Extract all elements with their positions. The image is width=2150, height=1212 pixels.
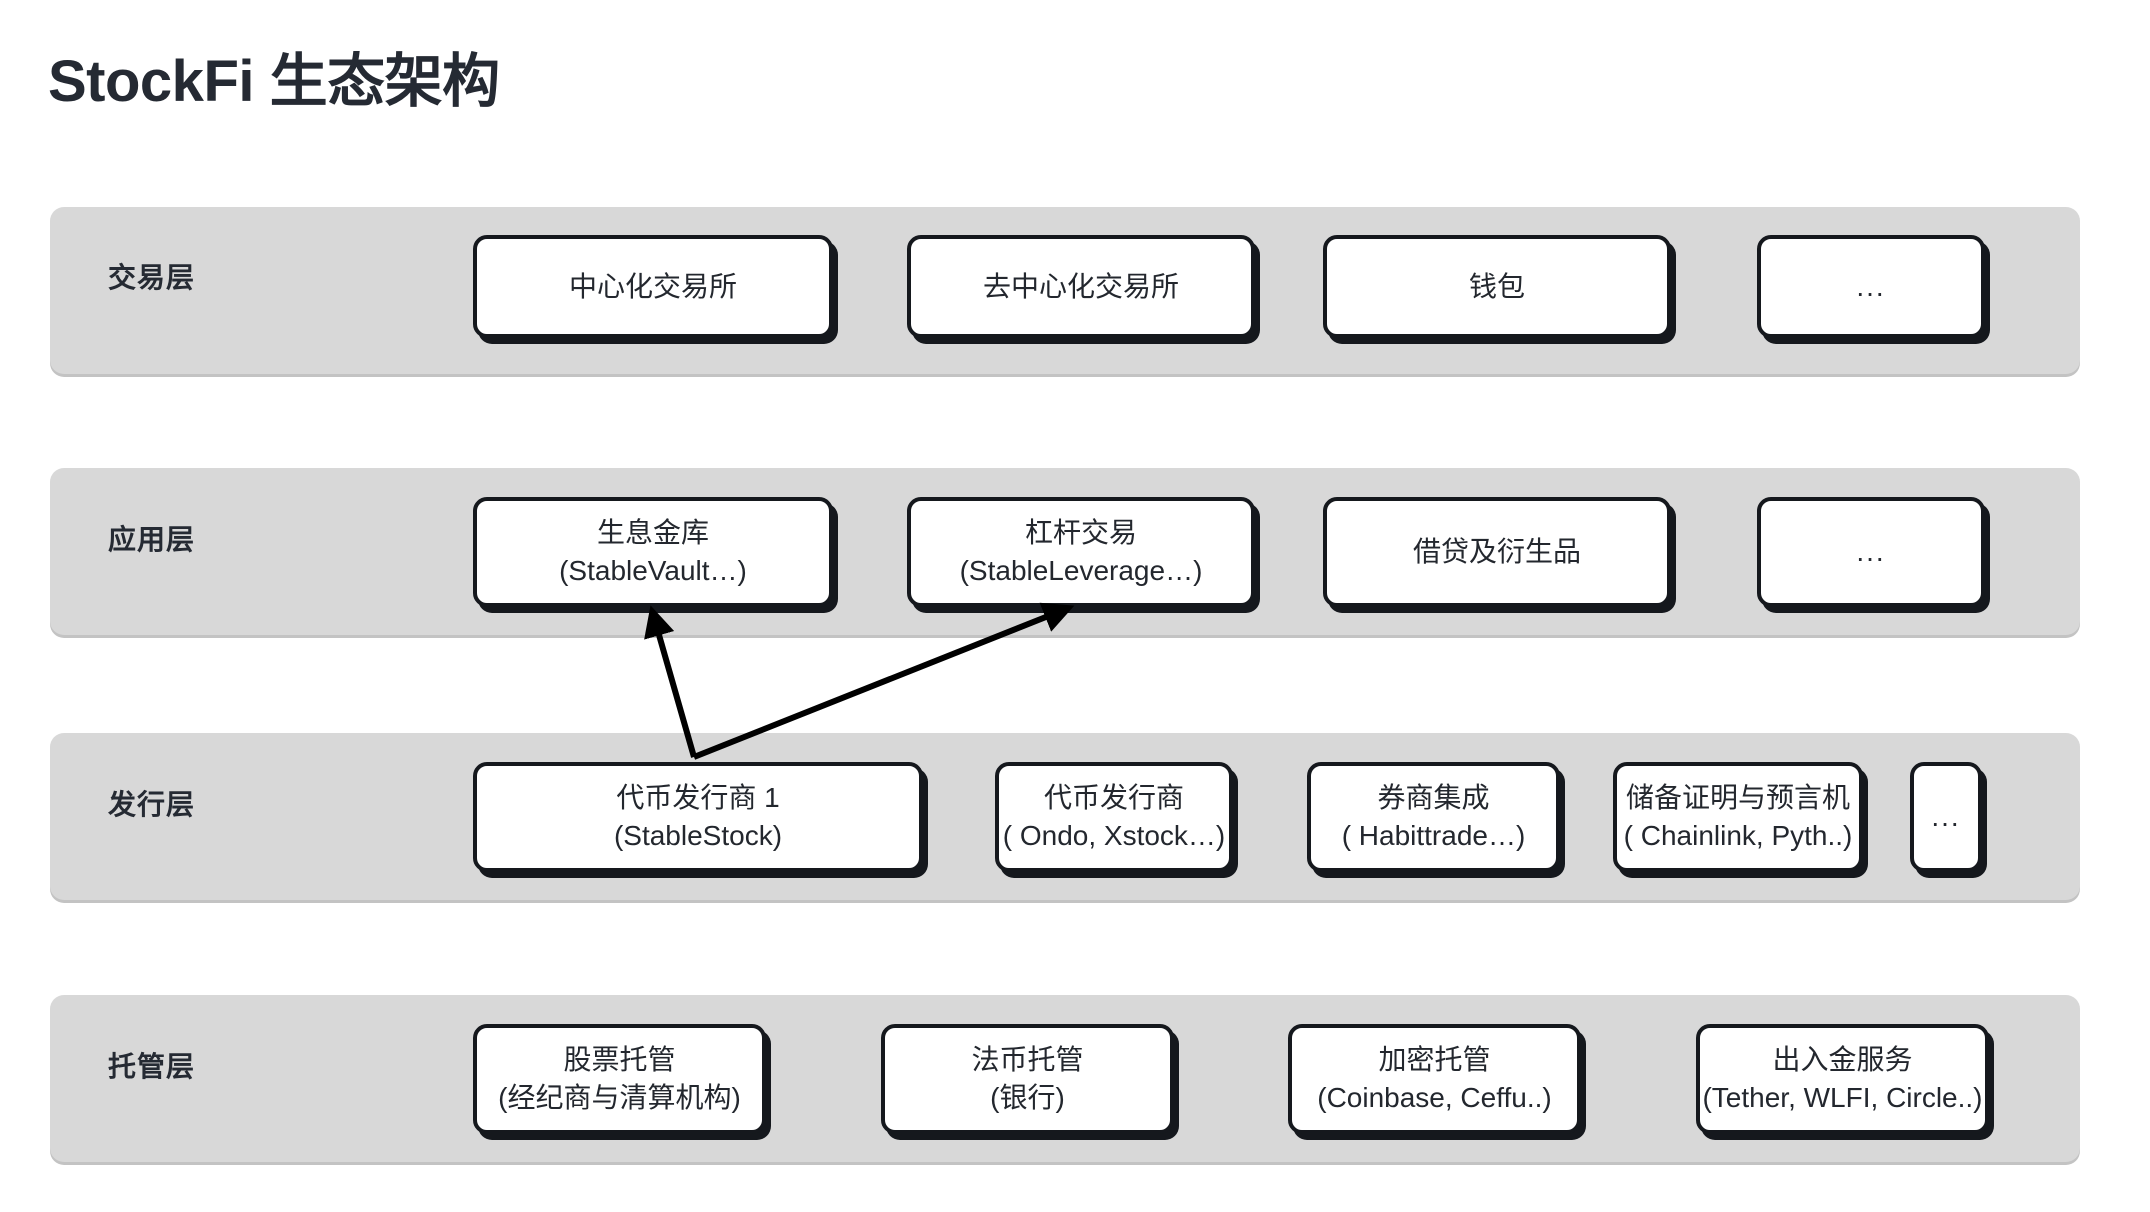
node-on-off-ramp[interactable]: 出入金服务 (Tether, WLFI, Circle..) [1696,1024,1989,1134]
node-crypto-custody[interactable]: 加密托管 (Coinbase, Ceffu..) [1288,1024,1581,1134]
node-label-primary: 券商集成 [1377,782,1490,814]
node-label-secondary: (经纪商与清算机构) [498,1082,741,1113]
node-more-issuance[interactable]: ... [1910,762,1982,872]
node-more-trading[interactable]: ... [1757,235,1985,338]
node-fiat-custody[interactable]: 法币托管 (银行) [881,1024,1174,1134]
node-label-primary: 股票托管 [563,1044,676,1076]
node-centralized-exchange[interactable]: 中心化交易所 [473,235,833,338]
node-lending-derivatives[interactable]: 借贷及衍生品 [1323,497,1671,607]
node-proof-of-reserve-oracle[interactable]: 储备证明与预言机 ( Chainlink, Pyth..) [1613,762,1863,872]
node-label-secondary: ( Ondo, Xstock…) [1002,820,1226,851]
node-token-issuer-others[interactable]: 代币发行商 ( Ondo, Xstock…) [995,762,1233,872]
node-label-secondary: ( Habittrade…) [1341,820,1526,851]
node-label-secondary: (StableStock) [613,820,783,851]
node-label-secondary: (Tether, WLFI, Circle..) [1702,1082,1983,1113]
layer-label-custody: 托管层 [108,1051,196,1082]
node-label-primary: 借贷及衍生品 [1412,536,1581,568]
node-label-primary: 出入金服务 [1772,1044,1913,1076]
node-label-secondary: (StableVault…) [559,555,747,586]
node-label-secondary: ( Chainlink, Pyth..) [1623,820,1853,851]
node-broker-integration[interactable]: 券商集成 ( Habittrade…) [1307,762,1560,872]
node-token-issuer-1[interactable]: 代币发行商 1 (StableStock) [473,762,923,872]
node-label-primary: 法币托管 [971,1044,1084,1076]
node-yield-vault[interactable]: 生息金库 (StableVault…) [473,497,833,607]
node-label-secondary: (银行) [990,1082,1065,1113]
node-label-primary: 中心化交易所 [568,270,737,302]
node-label-primary: ... [1931,801,1961,833]
node-label-primary: 钱包 [1468,270,1525,302]
node-label-primary: ... [1856,270,1886,302]
node-leverage-trading[interactable]: 杠杆交易 (StableLeverage…) [907,497,1255,607]
node-label-primary: ... [1856,536,1886,568]
node-more-application[interactable]: ... [1757,497,1985,607]
node-label-primary: 加密托管 [1378,1044,1491,1076]
node-decentralized-exchange[interactable]: 去中心化交易所 [907,235,1255,338]
layer-label-application: 应用层 [108,524,196,555]
node-label-primary: 杠杆交易 [1024,517,1137,549]
node-label-primary: 生息金库 [596,517,709,549]
node-label-primary: 储备证明与预言机 [1625,782,1850,814]
page-title: StockFi 生态架构 [48,49,500,114]
node-label-primary: 代币发行商 [1043,782,1184,814]
layer-label-issuance: 发行层 [108,789,196,820]
node-label-primary: 去中心化交易所 [982,270,1179,302]
node-stock-custody[interactable]: 股票托管 (经纪商与清算机构) [473,1024,766,1134]
layer-label-trading: 交易层 [108,262,196,293]
node-wallet[interactable]: 钱包 [1323,235,1671,338]
node-label-secondary: (Coinbase, Ceffu..) [1317,1082,1552,1113]
node-label-primary: 代币发行商 1 [616,782,780,814]
node-label-secondary: (StableLeverage…) [959,555,1203,586]
